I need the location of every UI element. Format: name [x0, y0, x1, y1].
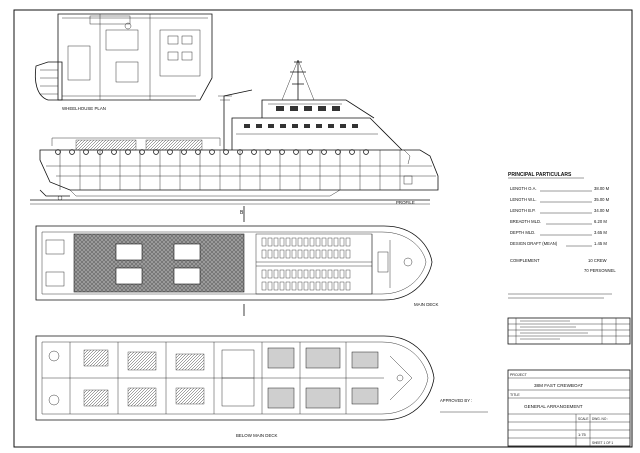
- particular-value: 35.00 M: [594, 197, 610, 202]
- below-main-deck-label: BELOW MAIN DECK: [236, 433, 278, 438]
- wheelhouse-plan-view: [34, 13, 213, 101]
- sheet-border: [13, 9, 633, 448]
- particular-value: 34.00 M: [594, 208, 610, 213]
- principal-particulars-table: PRINCIPAL PARTICULARS LENGTH O.A. 38.00 …: [508, 172, 616, 299]
- title-block: PROJECT 38M FAST CREWBOAT TITLE GENERAL …: [507, 369, 631, 447]
- title-label: TITLE: [510, 393, 520, 397]
- approved-by: APPROVED BY :: [440, 398, 472, 403]
- particular-label: DEPTH MLD.: [510, 230, 535, 235]
- particular-label: LENGTH B.P.: [510, 208, 536, 213]
- scale-value: 1:75: [578, 432, 587, 437]
- drawing-title: GENERAL ARRANGEMENT: [524, 404, 583, 409]
- particulars-heading: PRINCIPAL PARTICULARS: [508, 172, 572, 178]
- revision-table: [507, 317, 631, 345]
- passenger-seating: [255, 233, 373, 295]
- complement-crew: 10 CREW: [588, 258, 607, 263]
- particular-label: LENGTH O.A.: [510, 186, 537, 191]
- particular-value: 6.20 M: [594, 219, 607, 224]
- particular-label: DESIGN DRAFT (MEAN): [510, 241, 558, 246]
- superstructure-windows: [244, 106, 358, 128]
- particular-value: 3.65 M: [594, 230, 607, 235]
- particular-label: LENGTH W.L.: [510, 197, 537, 202]
- particular-value: 38.00 M: [594, 186, 610, 191]
- particular-label: BREADTH MLD.: [510, 219, 541, 224]
- main-deck-view: B: [35, 206, 433, 316]
- complement-personnel: 70 PERSONNEL: [584, 268, 616, 273]
- dwg-no-label: DWG. NO :: [592, 417, 608, 421]
- project-name: 38M FAST CREWBOAT: [534, 383, 583, 388]
- profile-label: PROFILE: [396, 200, 415, 205]
- particular-value: 1.45 M: [594, 241, 607, 246]
- hull-frame-marks: [59, 150, 401, 190]
- cargo-deck-area: [73, 233, 245, 293]
- project-label: PROJECT: [510, 373, 528, 377]
- profile-view: [30, 59, 439, 205]
- wheelhouse-plan-label: WHEELHOUSE PLAN: [62, 106, 106, 111]
- svg-text:B: B: [240, 210, 244, 216]
- main-deck-label: MAIN DECK: [414, 302, 438, 307]
- sheet-number: SHEET 1 OF 1: [592, 441, 613, 445]
- scale-label: SCALE: [578, 417, 588, 421]
- below-main-deck-view: [35, 335, 435, 421]
- complement-label: COMPLEMENT: [510, 258, 540, 263]
